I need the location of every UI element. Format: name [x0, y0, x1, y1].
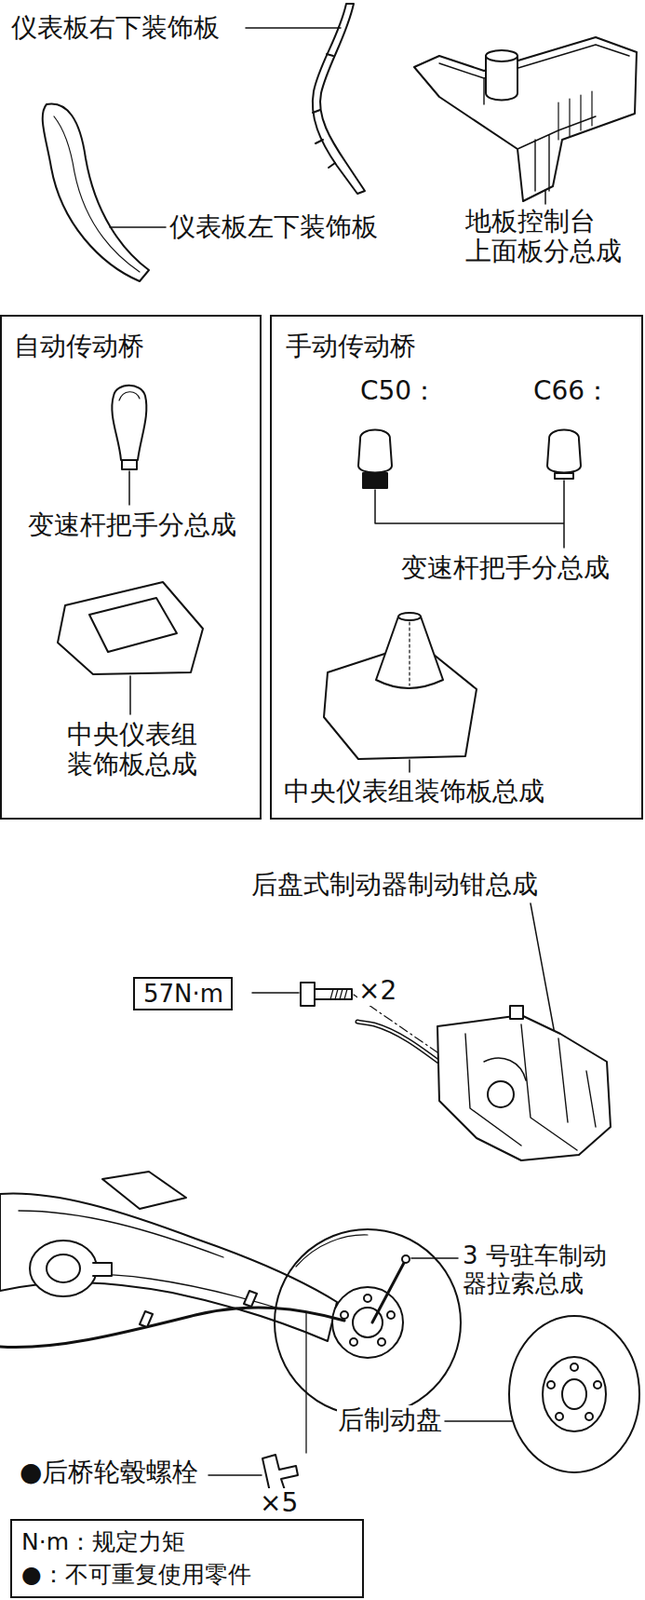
beam-arm [102, 1170, 187, 1209]
trim-edge [53, 116, 140, 272]
leader-line [411, 1256, 458, 1259]
shift-knob-c50 [358, 430, 392, 473]
model-code: C66： [532, 376, 612, 406]
quantity-mark: ×2 [357, 975, 398, 1006]
torque-value: 57N·m [142, 980, 225, 1008]
left-trim-panel [42, 103, 149, 282]
knob-shade [119, 391, 140, 401]
legend-row: N·m：规定力矩 [21, 1525, 353, 1559]
shift-knob-c66 [547, 430, 581, 473]
boot-stitch [408, 621, 410, 686]
trim-clip [312, 53, 336, 168]
disc-hat [542, 1356, 606, 1431]
boot-top [398, 612, 421, 620]
axle-beam [0, 1193, 337, 1341]
backing-plate-rim [295, 1234, 368, 1266]
leader-line [408, 759, 411, 772]
cup-holder-top [485, 50, 518, 62]
hub-bolt-hole [363, 1293, 372, 1302]
part-label: 变速杆把手分总成 [26, 510, 238, 540]
leader-line [252, 991, 299, 994]
bushing [29, 1239, 97, 1296]
knob-neck [554, 472, 574, 479]
cable-clip [139, 1290, 257, 1327]
leader-line [109, 226, 166, 229]
console-ribs [558, 91, 592, 140]
parking-cable-3 [372, 1262, 404, 1322]
hub-bolt-hole [387, 1310, 395, 1318]
leader-line [129, 675, 132, 714]
console-panel [414, 37, 637, 202]
legend-text: N·m：规定力矩 [21, 1527, 186, 1555]
leader-line [544, 189, 547, 204]
bolt-thread [330, 988, 348, 999]
leader-line [208, 1473, 262, 1476]
part-label: 仪表板左下装饰板 [168, 212, 379, 242]
shift-opening [89, 597, 177, 652]
legend-text: ●：不可重复使用零件 [21, 1559, 252, 1587]
part-label: ●后桥轮毂螺栓 [18, 1456, 200, 1487]
knob-neck [121, 459, 137, 470]
part-label: 中央仪表组 装饰板总成 [58, 719, 207, 780]
parking-cable [0, 1306, 345, 1347]
bracket-line [375, 480, 565, 548]
torque-box: 57N·m [133, 976, 233, 1010]
shift-knob [111, 385, 147, 460]
legend-row: ●：不可重复使用零件 [21, 1558, 353, 1591]
hub-bolt-hole [377, 1337, 386, 1345]
shift-boot [376, 616, 444, 688]
part-label: 后盘式制动器制动钳总成 [250, 869, 539, 900]
group-heading: 自动传动桥 [13, 331, 146, 362]
cup-holder [485, 55, 518, 101]
brake-disc [509, 1315, 640, 1472]
backing-plate [274, 1228, 461, 1415]
bushing-bolt [93, 1262, 112, 1276]
bushing-inner [46, 1253, 81, 1282]
lug-hole [593, 1380, 602, 1388]
part-label: 后制动盘 [336, 1404, 444, 1435]
caliper-piston [487, 1080, 514, 1107]
part-label: 变速杆把手分总成 [400, 552, 611, 583]
legend-box: N·m：规定力矩 ●：不可重复使用零件 [10, 1518, 364, 1598]
caliper-bleeder [510, 1005, 524, 1019]
bolt-shank [314, 988, 352, 999]
cable-end [402, 1254, 410, 1263]
axle-hub [332, 1286, 404, 1358]
group-heading: 手动传动桥 [284, 331, 417, 362]
bolt-head [300, 981, 315, 1006]
center-trim-panel [57, 581, 203, 674]
group-box: 手动传动桥 C50： C66： 变速杆把手分总成中央仪表组装饰板总成 [269, 314, 644, 820]
leader-line [128, 470, 131, 505]
group-box: 自动传动桥变速杆把手分总成中央仪表组 装饰板总成 [0, 314, 262, 820]
disc-hole [562, 1378, 587, 1409]
quantity-mark: ×5 [258, 1487, 299, 1518]
hub-bolt-hole [340, 1310, 349, 1318]
leader-line [245, 26, 341, 29]
beam-edge [18, 1209, 280, 1308]
knob-collar [362, 472, 388, 488]
hub-bolt [262, 1453, 298, 1492]
hub-bolt-hole [349, 1337, 358, 1345]
caliper-detail [465, 1023, 596, 1150]
right-trim-panel [312, 3, 365, 194]
bolt-axis [305, 1312, 307, 1452]
model-code: C50： [359, 376, 439, 406]
part-label: 3 号驻车制动 器拉索总成 [461, 1241, 638, 1298]
lug-hole [547, 1380, 555, 1388]
leader-line [444, 1419, 514, 1422]
part-label: 仪表板右下装饰板 [10, 13, 221, 43]
lug-hole [570, 1362, 578, 1371]
console-tray [439, 44, 630, 191]
caliper-body [437, 1014, 611, 1160]
part-label: 中央仪表组装饰板总成 [282, 776, 546, 807]
part-label: 地板控制台 上面板分总成 [464, 206, 633, 267]
lug-hole [555, 1411, 564, 1420]
lug-hole [585, 1411, 593, 1420]
